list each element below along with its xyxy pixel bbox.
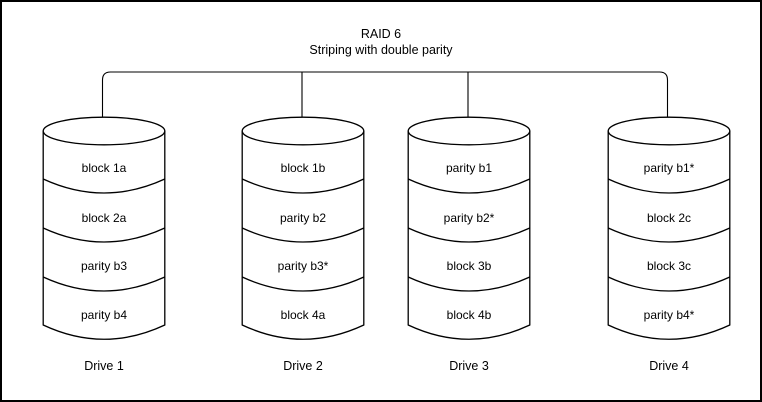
- diagram-title-block: RAID 6 Striping with double parity: [2, 26, 760, 58]
- cylinder-shape: [407, 116, 531, 340]
- block-label: parity b3*: [277, 259, 329, 273]
- block-label: parity b2*: [443, 211, 495, 225]
- diagram-subtitle: Striping with double parity: [309, 43, 453, 57]
- block-label: parity b2: [279, 211, 327, 225]
- block-label: parity b3: [80, 259, 128, 273]
- drive-2-cylinder: block 1b parity b2 parity b3* block 4a: [241, 116, 365, 344]
- block-label: block 3b: [446, 259, 492, 273]
- diagram-title: RAID 6: [360, 27, 402, 41]
- block-label: block 4a: [280, 308, 326, 322]
- drive-1-label: Drive 1: [84, 359, 124, 373]
- block-label: parity b1*: [643, 161, 695, 175]
- block-label: parity b4*: [643, 308, 695, 322]
- cylinder-shape: [607, 116, 731, 340]
- block-label: block 2c: [646, 211, 692, 225]
- cylinder-shape: [42, 116, 166, 340]
- block-label: block 4b: [446, 308, 492, 322]
- block-label: block 2a: [81, 211, 127, 225]
- block-label: block 1a: [81, 161, 127, 175]
- drive-2-label: Drive 2: [283, 359, 323, 373]
- drive-1-cylinder: block 1a block 2a parity b3 parity b4: [42, 116, 166, 344]
- drive-4-label: Drive 4: [649, 359, 689, 373]
- cylinder-shape: [241, 116, 365, 340]
- block-label: parity b1: [445, 161, 493, 175]
- drive-3-cylinder: parity b1 parity b2* block 3b block 4b: [407, 116, 531, 344]
- drive-4-cylinder: parity b1* block 2c block 3c parity b4*: [607, 116, 731, 344]
- block-label: block 3c: [646, 259, 692, 273]
- block-label: parity b4: [80, 308, 128, 322]
- drive-3-label: Drive 3: [449, 359, 489, 373]
- block-label: block 1b: [280, 161, 326, 175]
